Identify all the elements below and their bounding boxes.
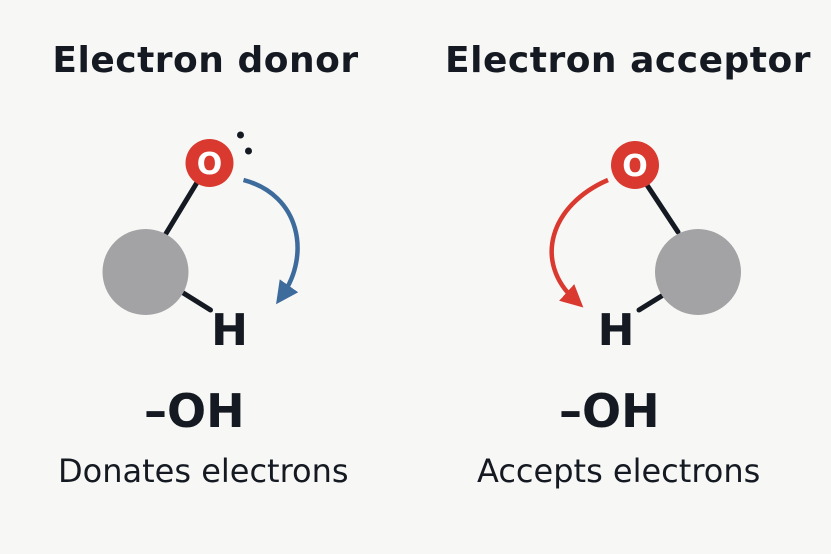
donor-hydrogen-label: H xyxy=(211,305,248,356)
electron-donor-panel: Electron donor O H –OH Donates electrons xyxy=(0,0,415,554)
donor-diagram: O H xyxy=(102,131,300,356)
acceptor-group-label: –OH xyxy=(559,384,660,438)
acceptor-caption: Accepts electrons xyxy=(477,452,761,490)
donor-title: Electron donor xyxy=(52,40,359,81)
donor-group-label: –OH xyxy=(144,384,245,438)
donor-caption: Donates electrons xyxy=(58,452,349,490)
acceptor-oxygen-atom xyxy=(611,141,659,189)
donor-bond-c-h xyxy=(176,287,213,313)
donor-oxygen-atom xyxy=(185,139,234,187)
donor-lone-pair-dot-2 xyxy=(245,147,252,155)
acceptor-title: Electron acceptor xyxy=(445,40,811,81)
donor-gray-atom xyxy=(102,229,189,315)
donor-bond-o-c xyxy=(162,177,201,239)
acceptor-diagram: O H xyxy=(549,141,741,356)
acceptor-hydrogen-label: H xyxy=(598,305,635,356)
acceptor-oxygen-label: O xyxy=(622,149,648,184)
donor-oxygen-label: O xyxy=(197,147,223,182)
acceptor-bond-o-c xyxy=(642,179,681,235)
acceptor-curved-arrow xyxy=(549,177,609,308)
acceptor-gray-atom xyxy=(655,229,741,315)
donor-lone-pair-dot-1 xyxy=(237,131,244,139)
donor-curved-arrow xyxy=(242,177,300,305)
electron-acceptor-panel: Electron acceptor O H –OH Accepts electr… xyxy=(415,0,831,554)
